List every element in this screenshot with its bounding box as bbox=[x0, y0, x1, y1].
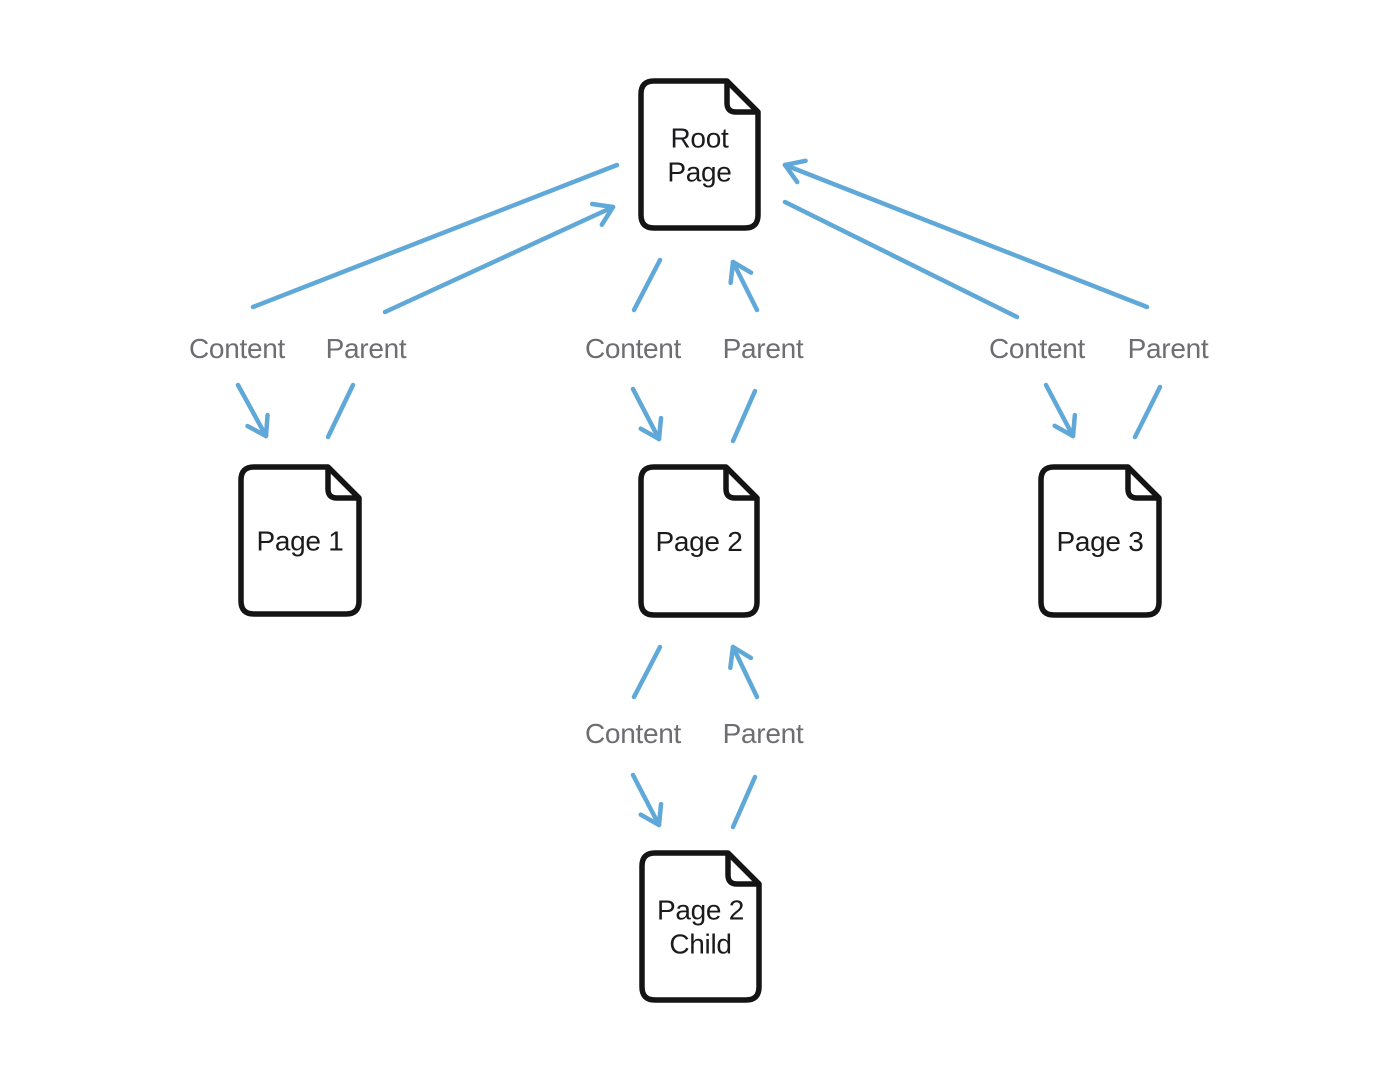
node-label-line: Root bbox=[671, 123, 729, 154]
edge-line bbox=[631, 644, 663, 700]
arrowhead-barb-icon bbox=[656, 801, 664, 828]
edge-segment-mid-parent-from-page2 bbox=[730, 388, 758, 444]
node-label: Page 1 bbox=[257, 526, 344, 557]
edge-line bbox=[1132, 384, 1163, 440]
document-fold-icon bbox=[1125, 467, 1159, 501]
edge-label-bottom-parent: Parent bbox=[723, 718, 804, 749]
edge-segment-bottom-parent-to-page2 bbox=[728, 644, 760, 700]
node-page-3: Page 3 bbox=[1038, 464, 1162, 618]
document-icon bbox=[639, 850, 762, 1003]
edge-segment-mid-content-to-page2 bbox=[630, 386, 664, 442]
arrow-shaft bbox=[782, 162, 1150, 310]
document-icon bbox=[238, 464, 362, 617]
arrowhead-barb-icon bbox=[245, 423, 269, 439]
arrowhead-barb-icon bbox=[638, 426, 662, 442]
arrowhead-barb-icon bbox=[730, 259, 754, 275]
document-fold-icon bbox=[724, 81, 758, 115]
arrow-shaft bbox=[730, 644, 760, 700]
document-icon bbox=[1038, 464, 1162, 618]
edge-segment-left-content-from-root bbox=[250, 162, 620, 310]
arrowhead-barb-icon bbox=[263, 412, 270, 439]
edge-segment-left-parent-to-root bbox=[382, 201, 616, 315]
edge-segment-right-parent-to-root bbox=[782, 158, 1150, 310]
node-page-2: Page 2 bbox=[638, 464, 760, 618]
edge-line bbox=[730, 774, 758, 830]
edge-label-left-parent: Parent bbox=[326, 333, 407, 364]
arrowhead-barb-icon bbox=[638, 812, 662, 828]
edge-label-mid-content: Content bbox=[585, 333, 681, 364]
edge-label-right-parent: Parent bbox=[1128, 333, 1209, 364]
document-fold-icon bbox=[325, 467, 359, 501]
edge-label-left-content: Content bbox=[189, 333, 285, 364]
arrowhead-barb-icon bbox=[782, 158, 808, 168]
arrowhead-barb-icon bbox=[599, 204, 616, 228]
node-label-line: Page 1 bbox=[257, 526, 344, 557]
arrowhead-barb-icon bbox=[782, 162, 800, 185]
document-fold-icon bbox=[723, 467, 757, 501]
arrow-shaft bbox=[630, 386, 662, 442]
edge-segment-bottom-content-to-child bbox=[630, 772, 664, 828]
arrow-shaft bbox=[730, 259, 760, 313]
edge-segment-bottom-content-from-page2 bbox=[631, 644, 663, 700]
edge-label-bottom-content: Content bbox=[585, 718, 681, 749]
edge-line bbox=[631, 257, 663, 313]
document-icon bbox=[638, 78, 761, 231]
arrowhead-barb-icon bbox=[728, 644, 736, 671]
arrow-shaft bbox=[630, 772, 662, 828]
arrow-shaft bbox=[235, 382, 269, 439]
node-label-line: Page bbox=[667, 157, 731, 188]
edge-segment-left-content-to-page1 bbox=[235, 382, 270, 439]
edge-segment-right-content-from-root bbox=[782, 199, 1020, 320]
document-icon bbox=[638, 464, 760, 618]
edge-segment-mid-parent-to-root bbox=[728, 259, 760, 313]
node-label-line: Child bbox=[669, 929, 731, 960]
edge-segment-mid-content-from-root bbox=[631, 257, 663, 313]
node-label: Page 3 bbox=[1057, 526, 1144, 557]
arrowhead-barb-icon bbox=[730, 644, 754, 661]
edge-line bbox=[250, 162, 620, 310]
edge-line bbox=[325, 382, 356, 440]
edge-segment-bottom-parent-from-child bbox=[730, 774, 758, 830]
edge-line bbox=[782, 199, 1020, 320]
edge-label-right-content: Content bbox=[989, 333, 1085, 364]
arrowhead-barb-icon bbox=[1070, 412, 1078, 439]
node-label-line: Page 3 bbox=[1057, 526, 1144, 557]
edge-segment-right-content-to-page3 bbox=[1043, 382, 1078, 439]
arrow-shaft bbox=[1043, 382, 1076, 439]
node-label: Page 2 bbox=[656, 526, 743, 557]
edge-line bbox=[730, 388, 758, 444]
node-label-line: Page 2 bbox=[657, 895, 744, 926]
edge-segment-right-parent-from-page3 bbox=[1132, 384, 1163, 440]
arrowhead-barb-icon bbox=[1052, 423, 1076, 439]
arrow-shaft bbox=[382, 204, 616, 315]
document-fold-icon bbox=[725, 853, 759, 887]
node-label-line: Page 2 bbox=[656, 526, 743, 557]
arrowhead-barb-icon bbox=[589, 201, 616, 210]
arrowhead-barb-icon bbox=[728, 259, 736, 286]
edge-segment-left-parent-from-page1 bbox=[325, 382, 356, 440]
arrowhead-barb-icon bbox=[656, 415, 664, 442]
node-page-1: Page 1 bbox=[238, 464, 362, 617]
edge-label-mid-parent: Parent bbox=[723, 333, 804, 364]
